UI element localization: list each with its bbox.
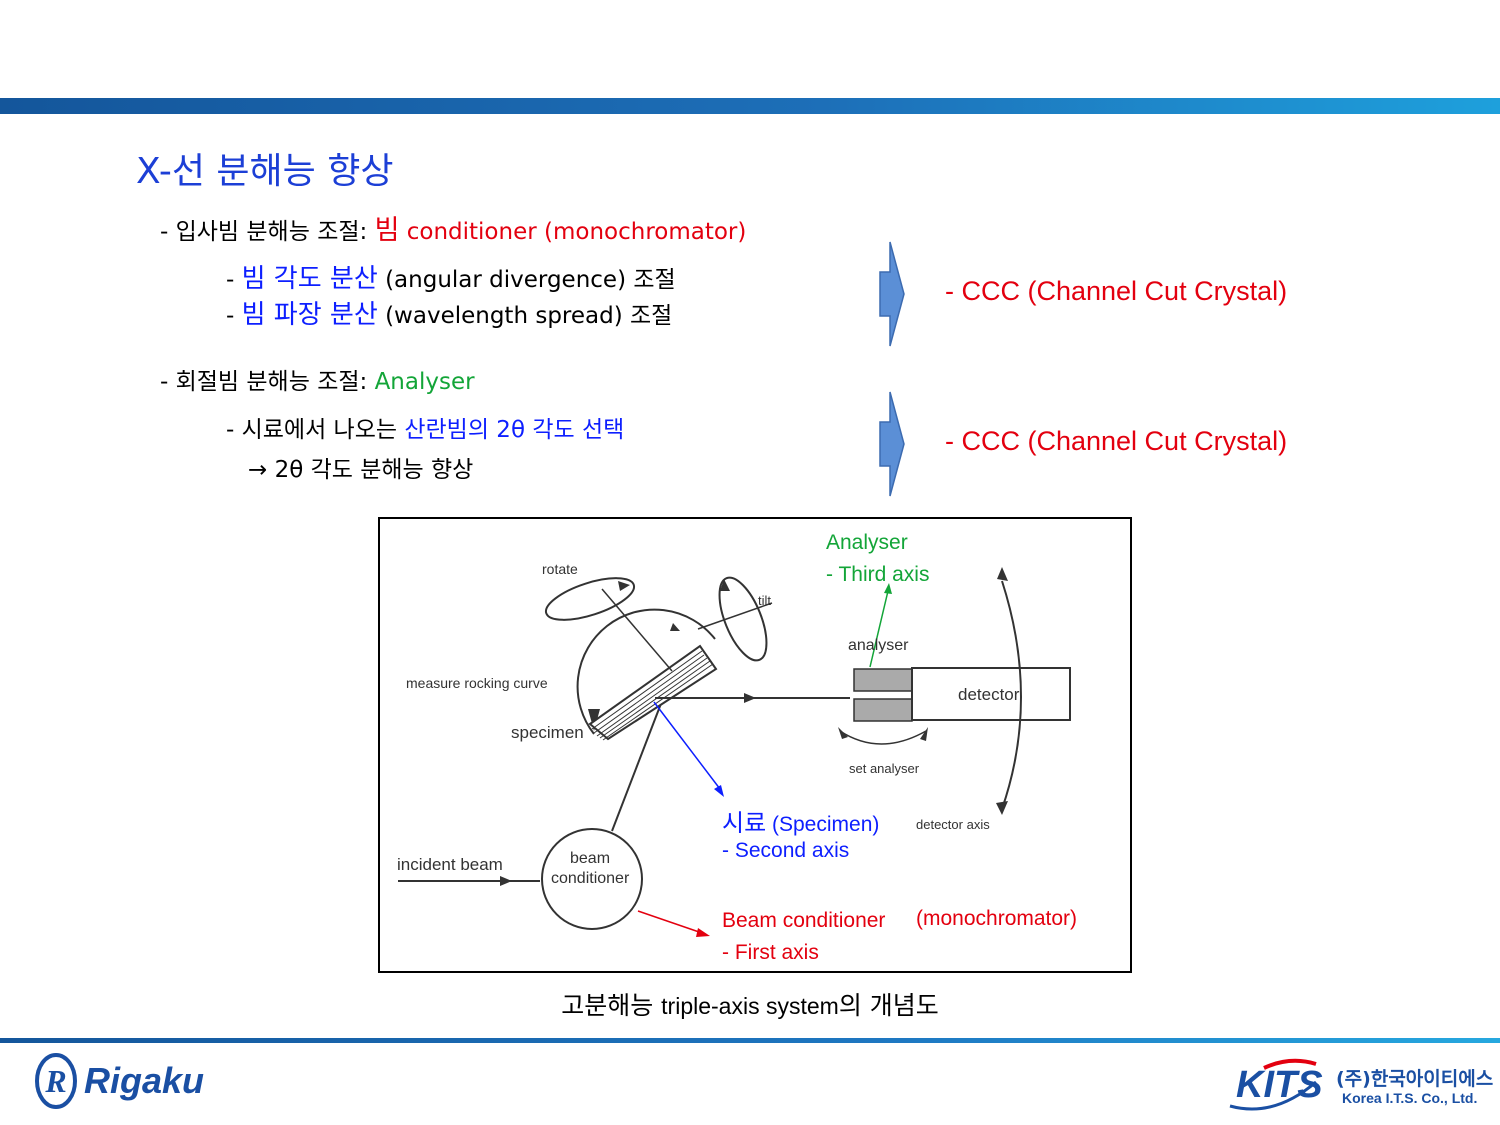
- kits-english-name: Korea I.T.S. Co., Ltd.: [1342, 1090, 1478, 1106]
- specimen-label: specimen: [511, 723, 584, 742]
- item-dash: - 시료에서 나오는: [226, 417, 405, 443]
- specimen-en: (Specimen): [766, 813, 880, 836]
- analyser-label: analyser: [848, 637, 909, 654]
- tilt-label: tilt: [758, 593, 771, 608]
- rigaku-emblem-icon: R: [35, 1053, 77, 1109]
- beam-conditioner-annotation: Beam conditioner: [722, 909, 886, 932]
- incident-conditioner: conditioner (monochromator): [399, 219, 747, 245]
- diffracted-heading: - 회절빔 분해능 조절: Analyser: [160, 362, 475, 396]
- page-title: X-선 분해능 향상: [136, 151, 394, 192]
- conditioner-label: conditioner: [551, 870, 630, 887]
- item-dash: -: [226, 267, 242, 293]
- incident-item-2: - 빔 파장 분산 (wavelength spread) 조절: [226, 294, 672, 331]
- measure-label: measure rocking curve: [406, 675, 548, 691]
- item-dash: -: [226, 303, 242, 329]
- item-term: 산란빔의 2θ 각도 선택: [404, 417, 625, 443]
- caption-ko-2: 의 개념도: [838, 991, 939, 1020]
- rotate-label: rotate: [542, 561, 578, 577]
- incident-item-1: - 빔 각도 분산 (angular divergence) 조절: [226, 258, 676, 295]
- monochromator-annotation: (monochromator): [916, 907, 1078, 930]
- incident-prefix: - 입사빔 분해능 조절:: [160, 219, 375, 245]
- first-axis-annotation: - First axis: [722, 941, 819, 964]
- third-axis-annotation: - Third axis: [826, 563, 930, 586]
- item-rest: (angular divergence) 조절: [377, 267, 676, 293]
- diagram-drawing: [398, 567, 1071, 937]
- beam-label: beam: [570, 850, 611, 867]
- diffracted-result: - CCC (Channel Cut Crystal): [945, 426, 1288, 456]
- rigaku-wordmark: Rigaku: [84, 1060, 205, 1101]
- header-bar: [0, 98, 1500, 114]
- kits-korean-name: (주)한국아이티에스: [1336, 1068, 1494, 1090]
- caption-en: triple-axis system: [661, 993, 839, 1019]
- svg-text:R: R: [44, 1063, 66, 1099]
- diffracted-analyser: Analyser: [374, 369, 475, 395]
- item-term: 빔 파장 분산: [241, 300, 378, 330]
- item-term: 빔 각도 분산: [241, 264, 378, 294]
- detector-label: detector: [958, 685, 1020, 704]
- caption-ko-1: 고분해능: [561, 991, 662, 1020]
- kits-swoosh-icon: [1229, 1058, 1317, 1111]
- right-arrow-icon: [879, 391, 905, 497]
- incident-beam-label: incident beam: [397, 855, 503, 874]
- item-rest: (wavelength spread) 조절: [377, 303, 673, 329]
- diffracted-item: - 시료에서 나오는 산란빔의 2θ 각도 선택: [226, 410, 624, 444]
- second-axis-annotation: - Second axis: [722, 839, 850, 862]
- analyser-annotation: Analyser: [826, 531, 908, 554]
- kits-wordmark: KITS: [1236, 1064, 1323, 1106]
- footer-line: [0, 1038, 1500, 1043]
- incident-heading: - 입사빔 분해능 조절: 빔 conditioner (monochromat…: [160, 208, 746, 247]
- detector-axis-label: detector axis: [916, 817, 990, 832]
- specimen-annotation: 시료 (Specimen): [722, 803, 879, 838]
- incident-beam-word: 빔: [374, 215, 400, 246]
- diagram-caption: 고분해능 triple-axis system의 개념도: [0, 986, 1500, 1022]
- set-analyser-label: set analyser: [849, 761, 920, 776]
- diffracted-result-line: → 2θ 각도 분해능 향상: [248, 457, 474, 483]
- specimen-ko: 시료: [722, 810, 767, 837]
- incident-result: - CCC (Channel Cut Crystal): [945, 276, 1288, 306]
- diffracted-prefix: - 회절빔 분해능 조절:: [160, 369, 375, 395]
- triple-axis-diagram: rotate tilt measure rocking curve specim…: [378, 517, 1132, 973]
- right-arrow-icon: [879, 241, 905, 347]
